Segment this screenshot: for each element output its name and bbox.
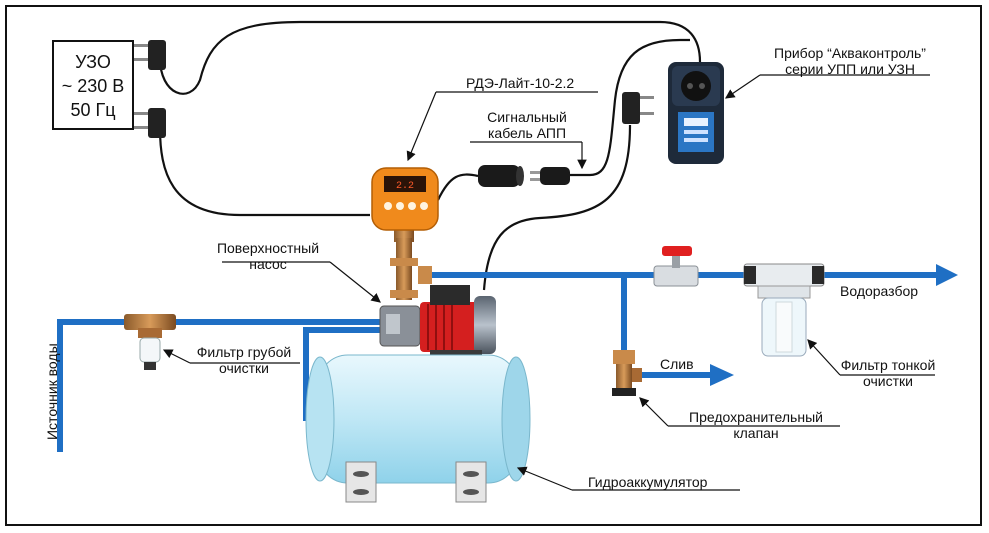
relief-valve-label-line2: клапан bbox=[733, 425, 779, 441]
hydro-accumulator bbox=[305, 354, 531, 503]
fine-filter-label-line1: Фильтр тонкой bbox=[840, 357, 936, 373]
relief-valve-label-line1: Предохранительный bbox=[689, 409, 823, 425]
fine-filter-label-line2: очистки bbox=[863, 373, 913, 389]
pump-label-line1: Поверхностный bbox=[216, 240, 320, 256]
power-plug-bottom bbox=[134, 108, 166, 138]
pump-label: Поверхностный насос bbox=[212, 240, 324, 272]
aquacontrol-label-line1: Прибор “Акваконтроль” bbox=[774, 45, 926, 61]
coarse-filter-label: Фильтр грубой очистки bbox=[188, 344, 300, 376]
signal-cable-label-line1: Сигнальный bbox=[487, 109, 567, 125]
aquacontrol-label-line2: серии УПП или УЗН bbox=[785, 61, 915, 77]
power-plug-top bbox=[134, 40, 166, 70]
outlet-arrow bbox=[936, 264, 958, 286]
accumulator-label: Гидроаккумулятор bbox=[588, 474, 708, 490]
fine-filter-label: Фильтр тонкой очистки bbox=[838, 357, 938, 389]
fine-filter bbox=[743, 263, 825, 357]
water-source-label: Источник воды bbox=[44, 343, 60, 440]
pump-label-line2: насос bbox=[249, 256, 287, 272]
water-outlet-label: Водоразбор bbox=[840, 283, 919, 299]
pump-fittings bbox=[390, 238, 432, 300]
rde-label: РДЭ-Лайт-10-2.2 bbox=[466, 75, 575, 91]
rcd-frequency: 50 Гц bbox=[70, 100, 116, 120]
coarse-filter-label-line1: Фильтр грубой bbox=[196, 344, 292, 360]
surface-pump bbox=[379, 285, 496, 356]
rcd-title: УЗО bbox=[75, 52, 111, 72]
leader-lines bbox=[162, 74, 935, 491]
signal-cable-label-line2: кабель АПП bbox=[487, 125, 567, 141]
ball-valve bbox=[653, 246, 699, 287]
signal-cable-label: Сигнальный кабель АПП bbox=[472, 109, 582, 141]
diagram-border bbox=[5, 5, 982, 526]
rcd-box: УЗО ~ 230 В 50 Гц bbox=[52, 40, 134, 130]
drain-label: Слив bbox=[660, 356, 694, 372]
relief-valve-label: Предохранительный клапан bbox=[672, 409, 840, 441]
aquacontrol-label: Прибор “Акваконтроль” серии УПП или УЗН bbox=[760, 45, 940, 77]
rde-controller: 2.2 bbox=[371, 167, 439, 242]
aquacontrol-plug bbox=[622, 92, 654, 124]
aquacontrol-device bbox=[668, 62, 724, 164]
coarse-filter-label-line2: очистки bbox=[219, 360, 269, 376]
relief-valve bbox=[612, 350, 642, 396]
rcd-voltage: ~ 230 В bbox=[61, 76, 125, 96]
signal-cable-socket bbox=[478, 165, 524, 187]
power-cables bbox=[158, 20, 702, 291]
drain-arrow bbox=[710, 364, 734, 386]
svg-text:2.2: 2.2 bbox=[396, 181, 414, 192]
signal-cable-plug bbox=[530, 167, 570, 185]
coarse-filter bbox=[124, 314, 176, 370]
